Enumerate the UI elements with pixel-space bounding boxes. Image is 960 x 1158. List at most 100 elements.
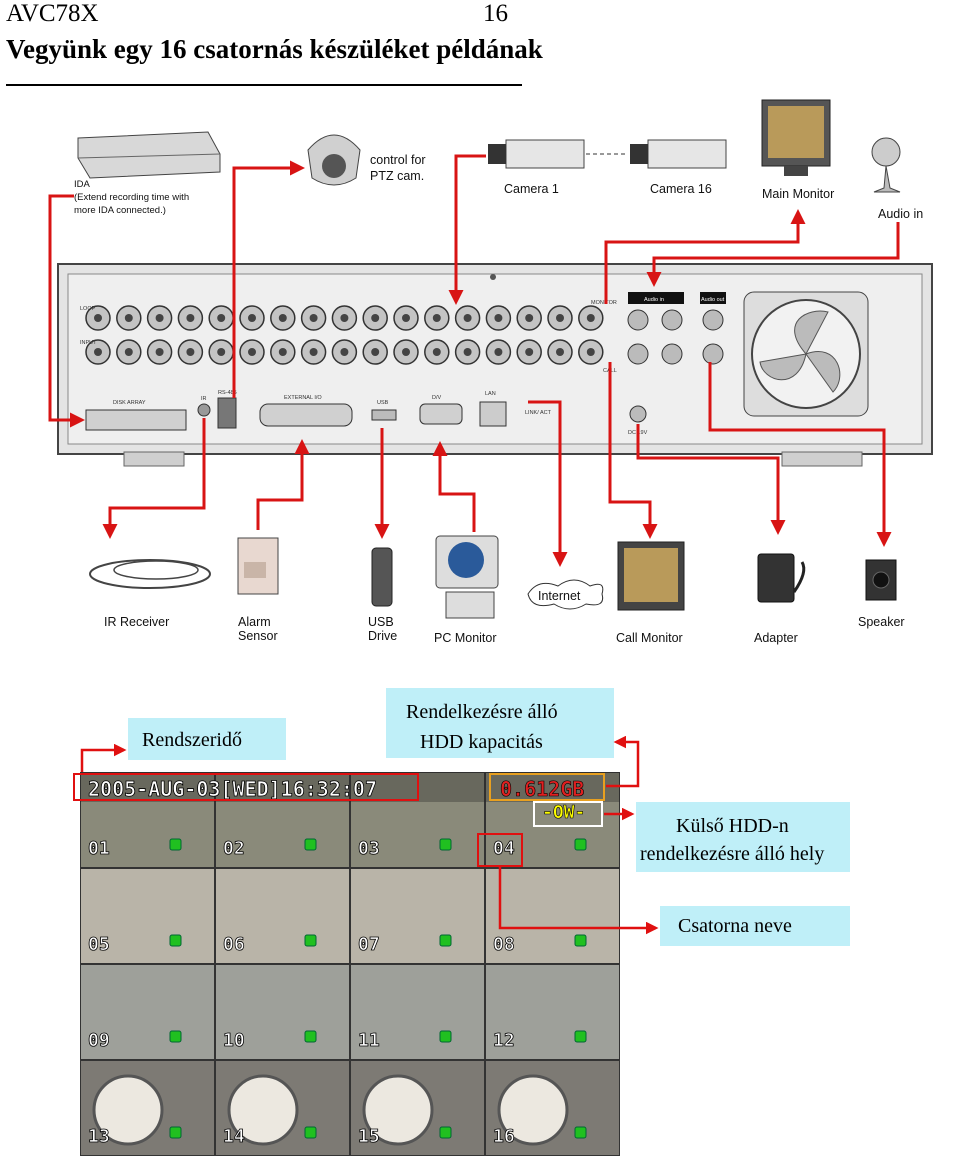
channel-status-dot — [304, 1126, 317, 1139]
channel-status-dot — [304, 1030, 317, 1043]
speaker-label: Speaker — [858, 615, 905, 629]
bnc-connector-pin — [432, 314, 441, 322]
channel-status-dot — [439, 838, 452, 851]
camera-last-label: Camera 16 — [650, 182, 712, 196]
channel-label: 01 — [88, 838, 110, 859]
camera-tile: 10 — [216, 965, 349, 1059]
highlight-hdd-free — [489, 773, 605, 801]
panel-audio-in-label: Audio in — [644, 297, 664, 303]
bnc-connector-pin — [340, 348, 349, 356]
camera-tile: 15 — [351, 1061, 484, 1155]
channel-status-dot — [169, 838, 182, 851]
clock-face — [362, 1074, 434, 1146]
bnc-connector-pin — [525, 348, 534, 356]
bnc-connector-pin — [586, 314, 595, 322]
channel-label: 07 — [358, 934, 380, 955]
channel-status-dot — [574, 1126, 587, 1139]
bnc-connector-pin — [94, 348, 102, 356]
panel-loop-label: LOOP — [80, 306, 96, 312]
panel-input-label: INPUT — [80, 340, 97, 346]
ir-receiver: IR Receiver — [89, 559, 211, 629]
clock-face — [227, 1074, 299, 1146]
panel-disk-array-label: DISK ARRAY — [113, 400, 146, 406]
bnc-connector-pin — [463, 314, 472, 322]
callout-arrows — [80, 735, 659, 935]
bnc-connector-pin — [186, 314, 195, 322]
adapter-label: Adapter — [754, 631, 798, 645]
bnc-connector-pin — [217, 348, 226, 356]
channel-label: 11 — [358, 1030, 380, 1051]
bnc-connector-pin — [124, 314, 133, 322]
callout-external-hdd-line1: Külső HDD-n — [676, 815, 789, 837]
microphone: Audio in — [871, 137, 923, 221]
channel-status-dot — [304, 934, 317, 947]
power-adapter: Adapter — [754, 553, 806, 645]
dvr-rear-panel: LOOP INPUT MONITOR CALL Audio in Audio o… — [57, 263, 933, 467]
connection-diagram: LOOP INPUT MONITOR CALL Audio in Audio o… — [48, 99, 933, 645]
channel-status-dot — [439, 1126, 452, 1139]
camera-tile: 06 — [216, 869, 349, 963]
clock-face — [92, 1074, 164, 1146]
camera-tile: 01 — [81, 773, 214, 867]
camera-tile-image — [81, 869, 214, 963]
channel-status-dot — [439, 1030, 452, 1043]
bnc-connector-pin — [586, 348, 595, 356]
bnc-loop-row — [85, 305, 604, 331]
bnc-connector-pin — [217, 314, 226, 322]
bnc-connector-pin — [155, 314, 164, 322]
header-model: AVC78X — [6, 0, 99, 27]
camera-tile: 14 — [216, 1061, 349, 1155]
bnc-connector-pin — [248, 348, 256, 356]
channel-label: 10 — [223, 1030, 245, 1051]
bnc-connector-pin — [494, 314, 503, 322]
camera-tile-image — [216, 773, 349, 867]
channel-label: 09 — [88, 1030, 110, 1051]
camera-tile: 11 — [351, 965, 484, 1059]
channel-label: 12 — [493, 1030, 515, 1051]
panel-ir-label: IR — [201, 396, 207, 402]
osd-screen-figure: Rendszeridő Rendelkezésre álló HDD kapac… — [73, 688, 850, 1156]
ida-note-line2: more IDA connected.) — [74, 205, 166, 216]
bnc-connector-pin — [278, 314, 287, 322]
ida-device: IDA (Extend recording time with more IDA… — [74, 131, 221, 216]
osd-datetime: 2005-AUG-03[WED]16:32:07 — [88, 777, 377, 801]
call-monitor: Call Monitor — [616, 541, 685, 645]
audio-out-label-box — [700, 292, 726, 304]
channel-label: 06 — [223, 934, 245, 955]
pc-monitor-label: PC Monitor — [434, 631, 497, 645]
connection-arrows — [48, 154, 900, 567]
bnc-connector-pin — [155, 348, 164, 356]
callout-hdd-capacity: Rendelkezésre álló HDD kapacitás — [386, 688, 614, 758]
ptz-label-line1: control for — [370, 153, 426, 167]
alarm-sensor-label-line2: Sensor — [238, 629, 278, 643]
speaker: Speaker — [858, 559, 905, 629]
camera-tile-image — [486, 869, 619, 963]
channel-label: 02 — [223, 838, 245, 859]
panel-monitor-label: MONITOR — [591, 300, 617, 306]
callout-hdd-capacity-line2: HDD kapacitás — [420, 731, 543, 753]
bnc-input-row — [85, 339, 604, 365]
callout-hdd-capacity-line1: Rendelkezésre álló — [406, 701, 558, 723]
alarm-sensor: Alarm Sensor — [237, 537, 279, 643]
bnc-connector-pin — [278, 348, 287, 356]
callout-system-time-text: Rendszeridő — [142, 729, 242, 751]
clock-face — [497, 1074, 569, 1146]
camera-tile-image — [81, 965, 214, 1059]
callout-channel-name-text: Csatorna neve — [678, 915, 792, 937]
channel-label: 08 — [493, 934, 515, 955]
internet-cloud: Internet — [527, 579, 604, 610]
audio-in-label-box — [628, 292, 684, 304]
bnc-connector-pin — [94, 314, 102, 322]
ida-label: IDA — [74, 179, 91, 190]
pc-monitor: PC Monitor — [434, 535, 499, 645]
panel-link-act-label: LINK/ ACT — [525, 410, 552, 416]
audio-in-label: Audio in — [878, 207, 923, 221]
camera-tile: 05 — [81, 869, 214, 963]
bnc-connector-pin — [186, 348, 195, 356]
bnc-connector-pin — [556, 314, 564, 322]
usb-drive-label-line2: Drive — [368, 629, 397, 643]
channel-status-dot — [169, 934, 182, 947]
channel-status-dot — [169, 1126, 182, 1139]
bnc-connector-pin — [494, 348, 503, 356]
